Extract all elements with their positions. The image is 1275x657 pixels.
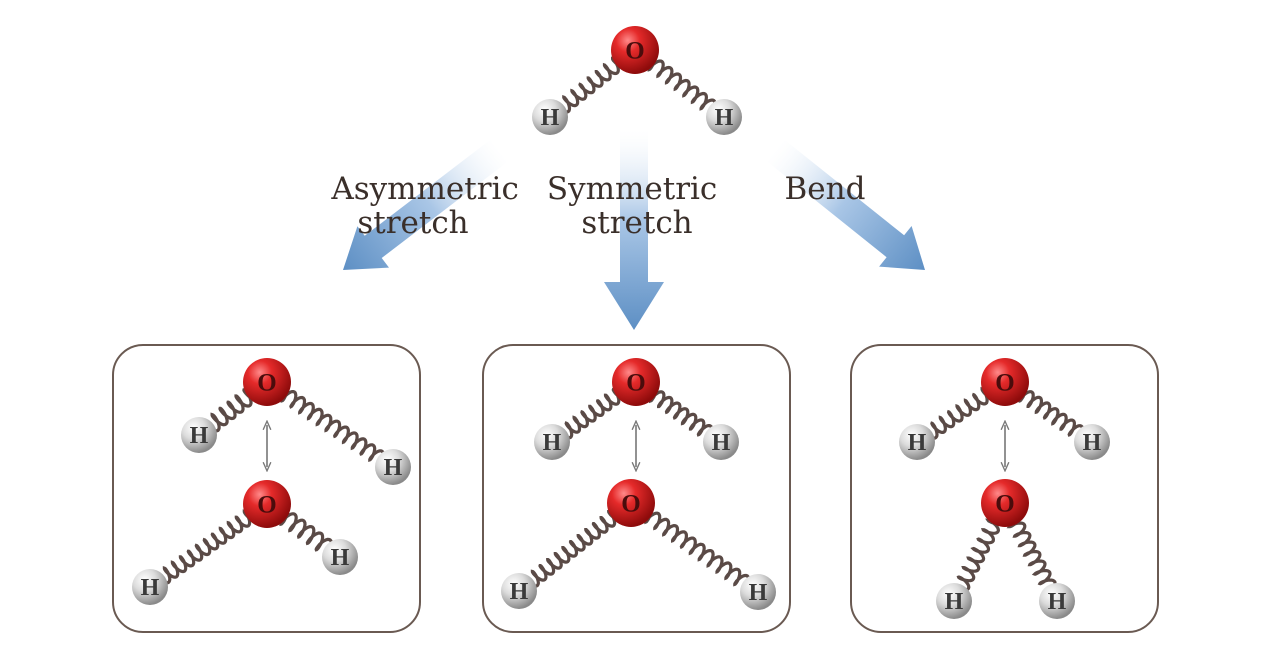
- asym-bottom-molecule-oxygen-atom-symbol: O: [257, 492, 276, 519]
- sym-bottom-molecule-bond-left: [527, 510, 617, 588]
- bend-bottom-molecule-oxygen-atom-symbol: O: [995, 491, 1014, 518]
- asymmetric-label-line-2: stretch: [357, 205, 468, 241]
- sym-top-molecule-bond-right: [649, 390, 714, 437]
- sym-bottom-molecule-oxygen-atom-sphere: [607, 479, 655, 527]
- top-molecule-hydrogen-right-atom: H: [706, 99, 742, 135]
- asym-bottom-molecule-oxygen-atom: O: [243, 480, 291, 528]
- bend-top-molecule-hydrogen-right-atom: H: [1074, 424, 1110, 460]
- sym-top-molecule-bond-left: [560, 388, 621, 440]
- bend-top-molecule-oxygen-atom: O: [981, 358, 1029, 406]
- mode-arrows: [343, 130, 925, 330]
- asym-top-molecule-hydrogen-right-atom-symbol: H: [384, 455, 403, 481]
- top-molecule-bond-right: [647, 59, 717, 111]
- asym-bottom-molecule-hydrogen-left-atom: H: [132, 569, 168, 605]
- bend-bottom-molecule-hydrogen-right-atom-symbol: H: [1048, 589, 1067, 615]
- sym-top-molecule-oxygen-atom: O: [612, 358, 660, 406]
- sym-bottom-molecule-hydrogen-right-atom: H: [740, 574, 776, 610]
- sym-bottom-molecule-hydrogen-right-atom-symbol: H: [749, 580, 768, 606]
- asym-top-molecule-bond-left: [207, 388, 253, 433]
- asym-top-molecule-hydrogen-left-atom-symbol: H: [190, 423, 209, 449]
- sym-top-molecule-hydrogen-left-atom-symbol: H: [543, 430, 562, 456]
- asym-bottom-molecule-oxygen-atom-sphere: [243, 480, 291, 528]
- asym-top-molecule-oxygen-atom-symbol: O: [257, 370, 276, 397]
- bend-top-molecule-hydrogen-left-atom: H: [899, 424, 935, 460]
- sym-bottom-molecule-hydrogen-left-atom-sphere: [501, 573, 537, 609]
- asymmetric-stretch-label: Asymmetric stretch: [330, 171, 528, 241]
- bend-label: Bend: [785, 171, 866, 207]
- symmetric-stretch-label: Symmetric stretch: [547, 171, 727, 241]
- vibration-arrows: [267, 425, 1005, 467]
- sym-bottom-molecule-oxygen-atom-symbol: O: [621, 491, 640, 518]
- bend-top-molecule-oxygen-atom-symbol: O: [995, 370, 1014, 397]
- bend-arrow: [766, 139, 925, 270]
- bend-bottom-molecule-hydrogen-left-atom-sphere: [936, 583, 972, 619]
- asym-top-molecule-hydrogen-right-atom-sphere: [375, 449, 411, 485]
- sym-top-molecule-hydrogen-right-atom-sphere: [703, 424, 739, 460]
- bend-top-molecule-hydrogen-left-atom-symbol: H: [908, 430, 927, 456]
- asym-top-molecule-oxygen-atom-sphere: [243, 358, 291, 406]
- bend-label-line-1: Bend: [785, 171, 866, 207]
- sym-top-molecule-hydrogen-left-atom-sphere: [534, 424, 570, 460]
- sym-top-molecule-oxygen-atom-sphere: [612, 358, 660, 406]
- sym-top-molecule-hydrogen-left-atom: H: [534, 424, 570, 460]
- bend-bottom-molecule-bond-left: [956, 518, 1001, 592]
- bend-bottom-molecule-hydrogen-right-atom-sphere: [1039, 583, 1075, 619]
- asym-top-molecule-bond-right: [280, 390, 386, 463]
- sym-bottom-molecule-oxygen-atom: O: [607, 479, 655, 527]
- asymmetric-label-line-1: Asymmetric: [330, 171, 519, 207]
- bend-bottom-molecule-hydrogen-left-atom: H: [936, 583, 972, 619]
- symmetric-arrow: [604, 130, 664, 330]
- sym-bottom-molecule-bond-right: [644, 511, 751, 587]
- asymmetric-arrow: [343, 138, 509, 270]
- top-molecule-oxygen-atom: O: [611, 26, 659, 74]
- bend-top-molecule-hydrogen-right-atom-symbol: H: [1083, 430, 1102, 456]
- top-molecule-oxygen-atom-sphere: [611, 26, 659, 74]
- sym-top-molecule-hydrogen-right-atom-symbol: H: [712, 430, 731, 456]
- atoms: O H H O H H O H H O H H O H H O H H O H H: [132, 26, 1110, 619]
- asym-top-molecule-hydrogen-left-atom-sphere: [181, 417, 217, 453]
- asym-bottom-molecule-hydrogen-right-atom-sphere: [322, 539, 358, 575]
- bonds: [158, 56, 1085, 592]
- symmetric-label-line-1: Symmetric: [547, 171, 717, 207]
- asym-top-molecule-oxygen-atom: O: [243, 358, 291, 406]
- bend-bottom-molecule-bond-right: [1006, 521, 1057, 592]
- bend-top-molecule-hydrogen-right-atom-sphere: [1074, 424, 1110, 460]
- asym-bottom-molecule-hydrogen-right-atom-symbol: H: [331, 545, 350, 571]
- top-molecule-hydrogen-right-atom-symbol: H: [715, 105, 734, 131]
- asym-top-molecule-hydrogen-left-atom: H: [181, 417, 217, 453]
- bend-bottom-molecule-oxygen-atom-sphere: [981, 479, 1029, 527]
- asym-bottom-molecule-hydrogen-right-atom: H: [322, 539, 358, 575]
- top-molecule-hydrogen-left-atom-sphere: [532, 99, 568, 135]
- bend-bottom-molecule-hydrogen-right-atom: H: [1039, 583, 1075, 619]
- top-molecule-bond-left: [558, 56, 620, 114]
- sym-bottom-molecule-hydrogen-left-atom: H: [501, 573, 537, 609]
- top-molecule-hydrogen-left-atom: H: [532, 99, 568, 135]
- asym-bottom-molecule-bond-left: [158, 509, 252, 585]
- sym-top-molecule-oxygen-atom-symbol: O: [626, 370, 645, 397]
- top-molecule-hydrogen-left-atom-symbol: H: [541, 105, 560, 131]
- top-molecule-oxygen-atom-symbol: O: [625, 38, 644, 65]
- asym-top-molecule-hydrogen-right-atom: H: [375, 449, 411, 485]
- sym-bottom-molecule-hydrogen-right-atom-sphere: [740, 574, 776, 610]
- sym-top-molecule-hydrogen-right-atom: H: [703, 424, 739, 460]
- bend-top-molecule-hydrogen-left-atom-sphere: [899, 424, 935, 460]
- bend-bottom-molecule-oxygen-atom: O: [981, 479, 1029, 527]
- asym-bottom-molecule-hydrogen-left-atom-sphere: [132, 569, 168, 605]
- bend-top-molecule-bond-left: [926, 386, 989, 440]
- symmetric-label-line-2: stretch: [581, 205, 692, 241]
- sym-bottom-molecule-hydrogen-left-atom-symbol: H: [510, 579, 529, 605]
- bend-top-molecule-bond-right: [1018, 390, 1085, 437]
- asym-bottom-molecule-hydrogen-left-atom-symbol: H: [141, 575, 160, 601]
- bend-top-molecule-oxygen-atom-sphere: [981, 358, 1029, 406]
- bend-bottom-molecule-hydrogen-left-atom-symbol: H: [945, 589, 964, 615]
- mode-labels: Asymmetric stretch Symmetric stretch Ben…: [330, 171, 865, 241]
- asym-bottom-molecule-bond-right: [279, 512, 333, 552]
- top-molecule-hydrogen-right-atom-sphere: [706, 99, 742, 135]
